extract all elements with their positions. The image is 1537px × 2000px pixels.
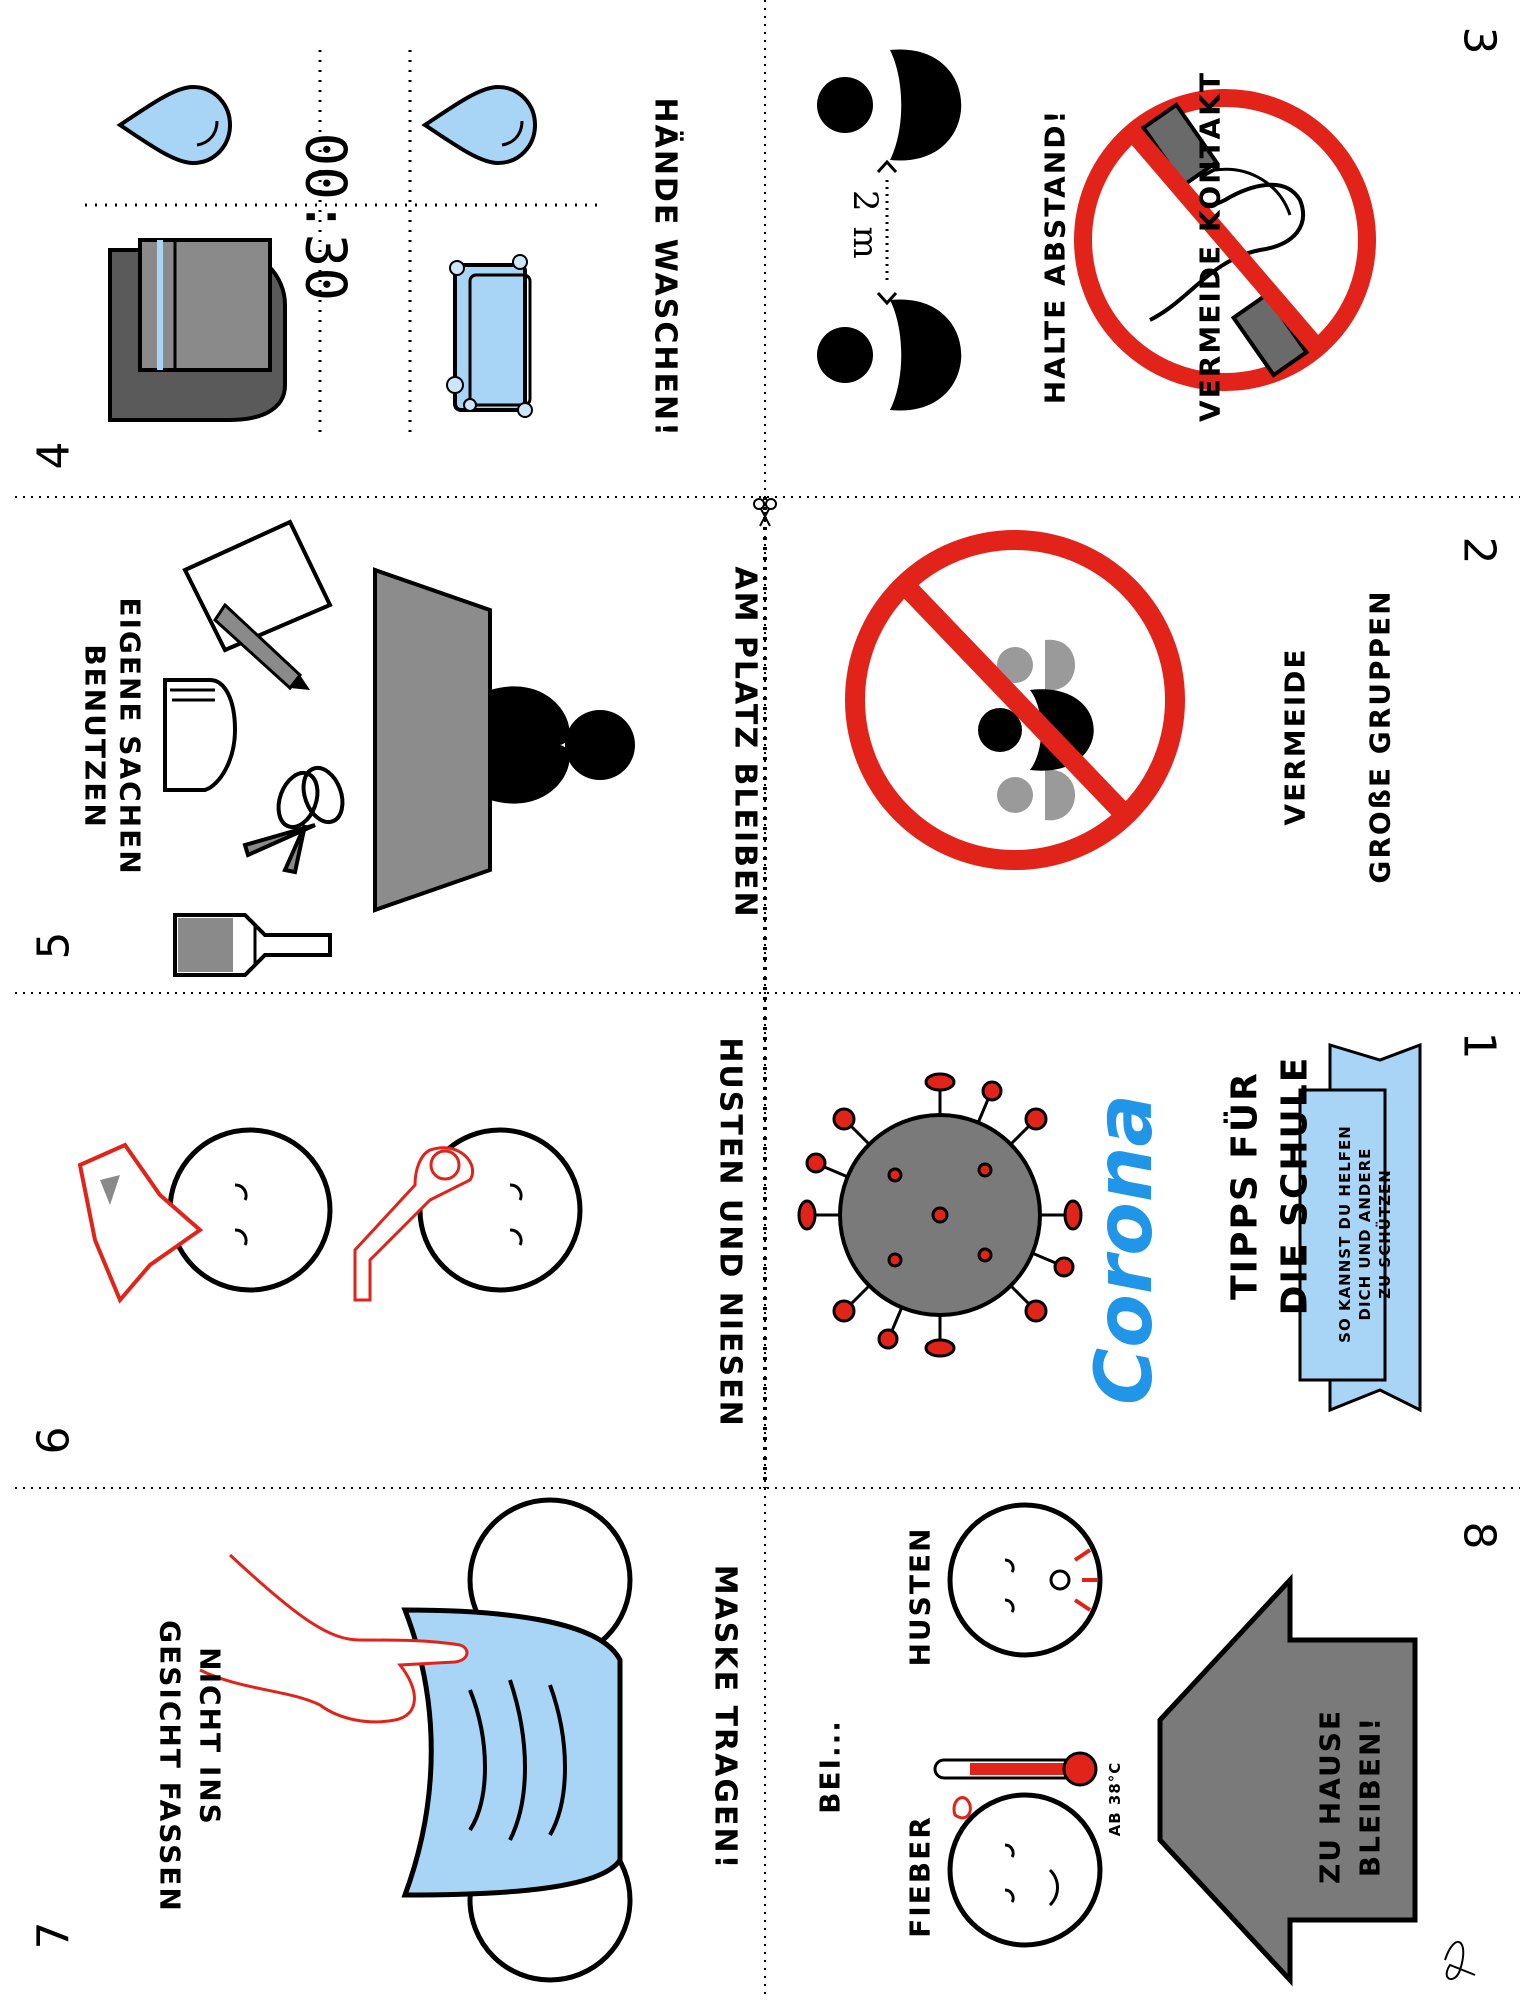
- page3-number: 3: [1453, 26, 1505, 55]
- virus-icon: [797, 1072, 1083, 1358]
- page2-drawing: [845, 530, 1185, 870]
- page2-caption-line2: GROßE GRUPPEN: [1363, 589, 1397, 884]
- mask-icon: [401, 1497, 633, 1983]
- house-arrow-icon: [1157, 1573, 1418, 1987]
- face-icon: [947, 1792, 1103, 1948]
- page6-number: 6: [28, 1426, 80, 1455]
- page8-temp: AB 38°C: [1106, 1761, 1124, 1837]
- page5-caption-line1: EIGENE SACHEN: [113, 597, 147, 876]
- page2-number: 2: [1453, 536, 1505, 565]
- person-icon: [817, 49, 962, 161]
- page7-number: 7: [28, 1921, 80, 1950]
- page8-arrow-line1: ZU HAUSE: [1313, 1708, 1347, 1885]
- page7-drawing: [199, 1497, 633, 1983]
- page3-caption-bottom: VERMEIDE KONTAKT: [1193, 71, 1227, 422]
- page4-caption: HÄNDE WASCHEN!: [647, 97, 683, 438]
- page5-drawing: [163, 519, 635, 977]
- person-icon: [817, 299, 962, 411]
- soap-bar-icon: [446, 254, 533, 418]
- scissors-icon: [753, 498, 777, 527]
- page8-cough: HUSTEN: [903, 1526, 937, 1667]
- page3-distance-label: 2 m: [845, 190, 885, 261]
- page5-number: 5: [28, 931, 80, 960]
- paper-pencil-icon: [182, 519, 333, 691]
- page4-drawing: [85, 50, 600, 440]
- page7-caption-line2: GESICHT FASSEN: [153, 1620, 187, 1913]
- group-icon: [978, 639, 1094, 821]
- scissors-icon: [242, 765, 345, 875]
- page8-number: 8: [1453, 1521, 1505, 1550]
- page5-caption-main: AM PLATZ BLEIBEN: [727, 566, 763, 919]
- page8-drawing: [933, 1502, 1476, 1987]
- bottle-icon: [173, 913, 332, 977]
- no-handshake-icon: [1074, 89, 1376, 391]
- face-icon: [77, 1127, 333, 1304]
- page1-subtitle-line1: TIPPS FÜR: [1224, 1071, 1266, 1300]
- books-icon: [163, 678, 238, 792]
- page1-subtitle-line2: DIE SCHULE: [1274, 1055, 1316, 1316]
- water-drop-icon: [421, 84, 538, 166]
- page4-timer: 00:30: [292, 132, 358, 302]
- page1-drawing: [797, 1042, 1422, 1413]
- page1-banner-line3: ZU SCHÜTZEN: [1376, 1169, 1394, 1299]
- face-icon: [947, 1502, 1103, 1658]
- thermometer-icon: [933, 1751, 1098, 1787]
- page8-arrow-line2: BLEIBEN!: [1353, 1715, 1387, 1878]
- face-icon: [353, 1127, 583, 1302]
- page3-drawing: [817, 49, 1376, 411]
- desk-icon: [373, 567, 492, 913]
- page1-banner-line2: DICH UND ANDERE: [1356, 1147, 1374, 1321]
- ribbon-banner: [1298, 1042, 1422, 1413]
- page7-caption-main: MASKE TRAGEN!: [707, 1564, 743, 1871]
- page7-caption-line1: NICHT INS: [193, 1647, 227, 1826]
- page1-number: 1: [1453, 1031, 1505, 1060]
- page4-number: 4: [28, 441, 80, 470]
- page2-caption-line1: VERMEIDE: [1278, 647, 1312, 826]
- towel-icon: [108, 238, 287, 422]
- page1-banner-line1: SO KANNST DU HELFEN: [1336, 1125, 1354, 1343]
- hand-pointing-icon: [199, 1553, 469, 1724]
- distance-arrow: [876, 159, 898, 306]
- page3-caption-top: HALTE ABSTAND!: [1038, 108, 1072, 405]
- page6-caption: HUSTEN UND NIESEN: [712, 1037, 748, 1428]
- page5-caption-line2: BENUTZEN: [78, 644, 112, 829]
- page6-drawing: [77, 1127, 583, 1304]
- page8-fever: FIEBER: [903, 1815, 937, 1938]
- person-icon: [490, 686, 635, 804]
- water-drop-icon: [116, 84, 233, 166]
- page1-title: Corona: [1080, 1093, 1170, 1405]
- signature: [1444, 1940, 1476, 1980]
- page8-intro: BEI...: [813, 1719, 847, 1814]
